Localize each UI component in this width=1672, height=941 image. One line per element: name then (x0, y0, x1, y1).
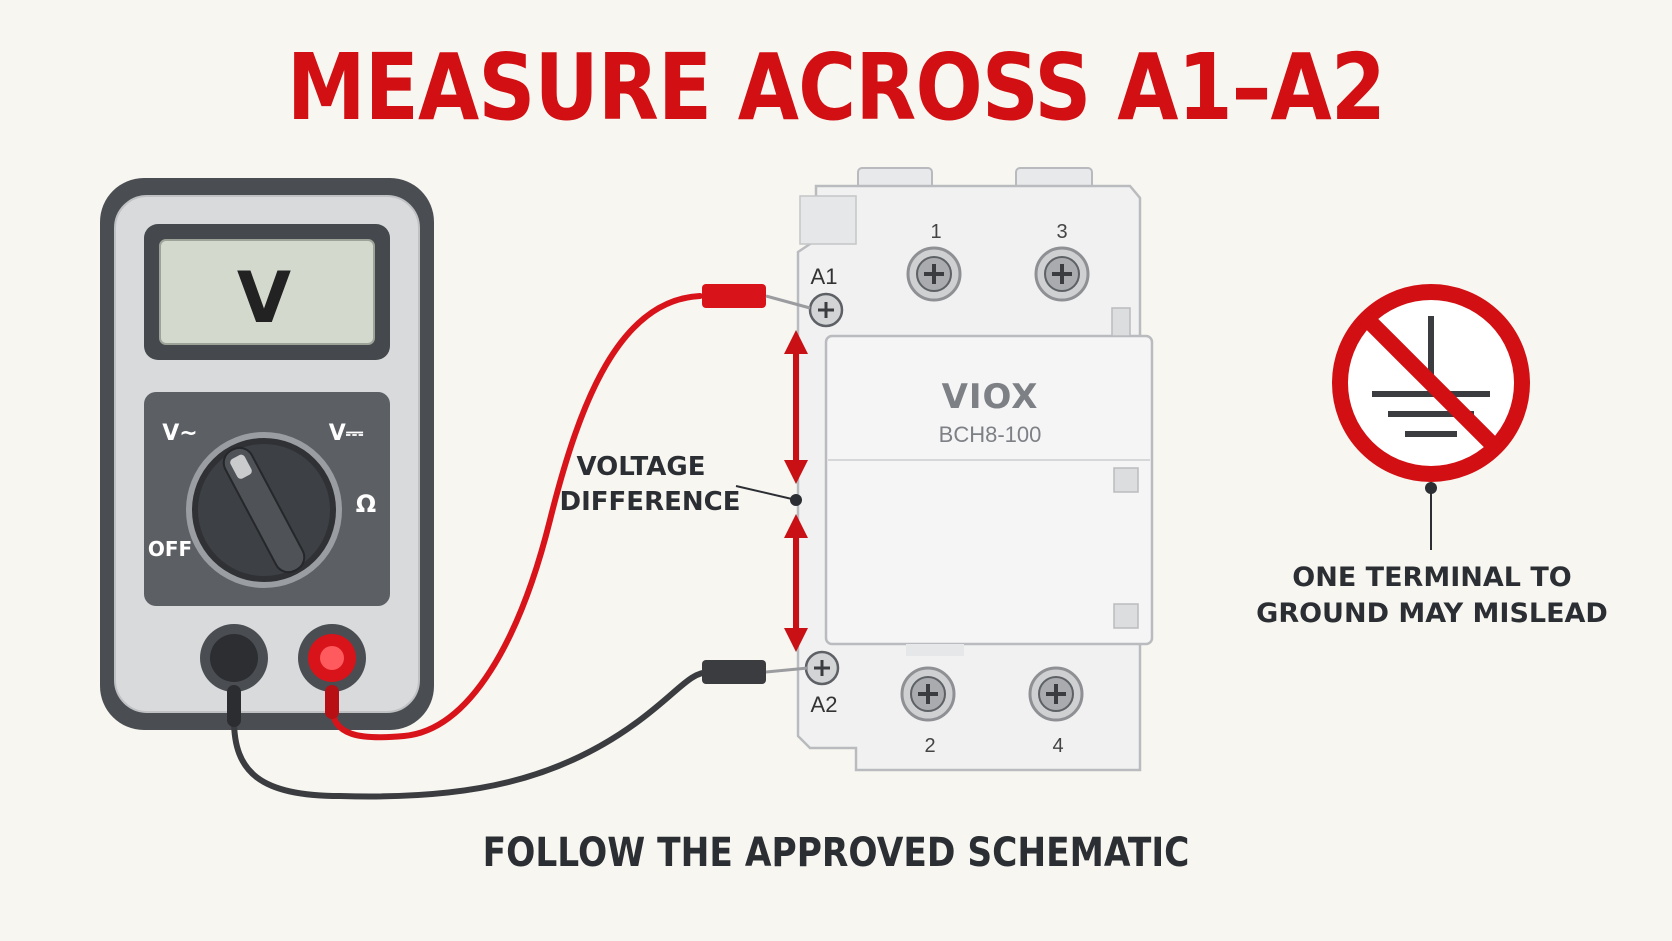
warning-text-line1: ONE TERMINAL TO (1292, 562, 1571, 593)
voltage-arrows (735, 330, 808, 652)
dial-label-ac-volts: V~ (162, 421, 197, 446)
warning-leader-dot (1425, 482, 1437, 494)
terminal-screw-4[interactable] (1028, 666, 1084, 722)
warning-text-line2: GROUND MAY MISLEAD (1256, 598, 1608, 629)
model-number: BCH8-100 (939, 422, 1042, 447)
dial-label-off: OFF (148, 537, 192, 561)
coil-terminal-a1-screw[interactable] (808, 292, 844, 328)
dial-label-dc-volts: V⎓ (329, 421, 364, 446)
contactor: VIOX BCH8-100 1 3 2 4 A1 (796, 167, 1154, 772)
front-module (824, 334, 1154, 646)
terminal-screw-3[interactable] (1034, 246, 1090, 302)
com-jack-black[interactable] (200, 624, 268, 692)
brand-logo: VIOX (942, 377, 1039, 417)
terminal-screw-2[interactable] (900, 666, 956, 722)
page-title: MEASURE ACROSS A1–A2 (286, 34, 1386, 141)
coil-terminal-a2-screw[interactable] (804, 650, 840, 686)
black-probe-tip[interactable] (702, 660, 766, 684)
terminal-number-2: 2 (924, 735, 935, 757)
multimeter: V V~ V⎓ Ω OFF (100, 178, 434, 730)
terminal-number-4: 4 (1052, 735, 1063, 757)
selector-knob[interactable] (186, 432, 342, 588)
lcd-screen (159, 239, 375, 345)
terminal-screw-1[interactable] (906, 246, 962, 302)
voltage-label-line2: DIFFERENCE (560, 487, 741, 517)
lcd-reading: V (237, 257, 291, 339)
coil-terminal-label-a1: A1 (811, 264, 838, 289)
black-test-lead[interactable] (227, 660, 809, 800)
red-probe-tip[interactable] (702, 284, 766, 308)
terminal-number-1: 1 (930, 221, 941, 243)
footer-caption: FOLLOW THE APPROVED SCHEMATIC (482, 830, 1190, 876)
terminal-number-3: 3 (1056, 221, 1067, 243)
voltage-label-line1: VOLTAGE (577, 452, 706, 482)
red-test-lead[interactable] (325, 284, 811, 741)
volt-jack-red[interactable] (298, 624, 366, 692)
no-ground-icon (1332, 284, 1530, 482)
dial-label-ohms: Ω (356, 490, 376, 518)
coil-terminal-label-a2: A2 (811, 692, 838, 717)
